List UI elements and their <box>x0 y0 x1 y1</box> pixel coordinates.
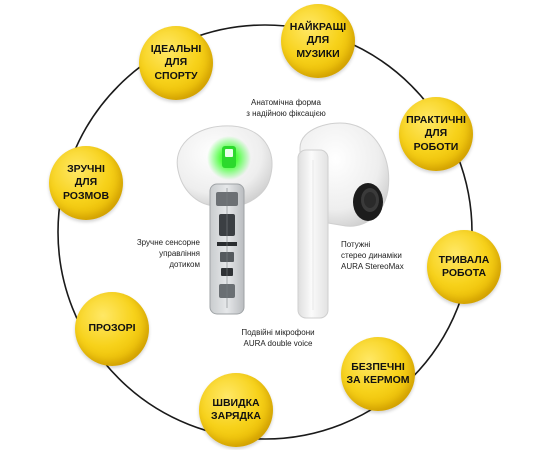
badge-calls: ЗРУЧНІ ДЛЯ РОЗМОВ <box>49 146 123 220</box>
note-stereo-speakers: Потужні стерео динаміки AURA StereoMax <box>341 240 404 271</box>
badge-music: НАЙКРАЩІ ДЛЯ МУЗИКИ <box>281 4 355 78</box>
badge-battery: ТРИВАЛА РОБОТА <box>427 230 501 304</box>
badge-work: ПРАКТИЧНІ ДЛЯ РОБОТИ <box>399 97 473 171</box>
badge-transparent: ПРОЗОРІ <box>75 292 149 366</box>
badge-driving: БЕЗПЕЧНІ ЗА КЕРМОМ <box>341 337 415 411</box>
note-anatomic-shape: Анатомічна форма з надійною фіксацією <box>246 98 326 118</box>
note-double-mics: Подвійні мікрофони AURA double voice <box>241 328 315 348</box>
white-earbud-icon <box>297 122 390 319</box>
transparent-earbud-icon <box>176 125 273 315</box>
badge-sport: ІДЕАЛЬНІ ДЛЯ СПОРТУ <box>139 26 213 100</box>
note-touch-control: Зручне сенсорне управління дотиком <box>136 238 200 269</box>
badge-charging: ШВИДКА ЗАРЯДКА <box>199 373 273 447</box>
